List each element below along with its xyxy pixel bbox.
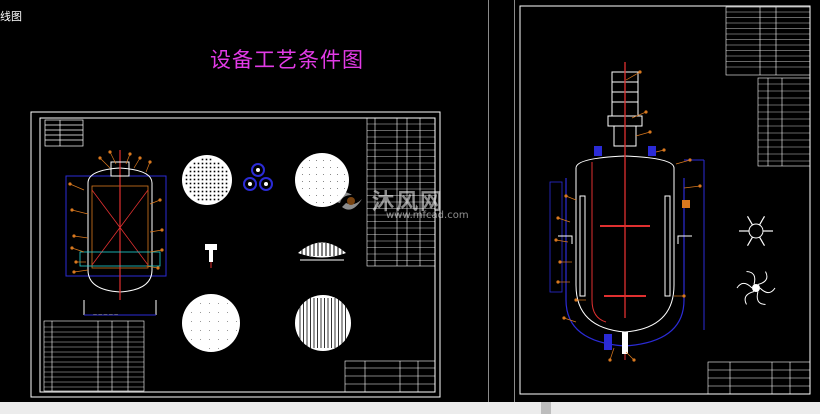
sheet-frame-outer [30,111,441,398]
left-sheet: — — — — — [30,111,441,398]
dished-head [298,242,346,261]
nozzle-table [366,117,436,267]
right-sheet [519,5,811,395]
watermark-url: www.mfcad.com [386,210,469,221]
svg-text:— — — — —: — — — — — [93,312,118,317]
baffle-plate [182,294,240,352]
reactor-vessel [549,62,705,360]
callouts-right [554,70,702,362]
vessel-drawing-left: — — — — — [65,150,167,317]
nozzle-detail [205,244,217,268]
watermark: 沐风网 www.mfcad.com [328,184,469,221]
nozzle-table-right [757,77,811,167]
sheet-divider [514,0,515,402]
drawing-title: 设备工艺条件图 [210,48,364,72]
callouts-left [68,150,164,274]
tube-sheet-2 [295,153,349,207]
tube-sheet-1 [182,155,232,205]
cad-viewport[interactable]: 线图 设备工艺条件图 [0,0,820,402]
spec-table-rows [44,326,144,388]
mfcad-logo-icon [332,192,362,210]
window-tab-label: 线图 [0,10,22,23]
sheet-divider [488,0,489,402]
small-table [44,119,84,147]
design-data-table [725,6,811,76]
impeller-top-view [739,215,773,247]
nozzle-table-rows [367,123,435,261]
layout-tab[interactable] [541,402,551,414]
title-block [344,360,436,393]
spec-table [43,320,145,392]
three-pipe-section [243,163,273,191]
tube-bundle [295,295,351,351]
watermark-brand: 沐风网 [372,190,445,215]
impeller-blade-view [736,271,776,305]
sheet-frame [519,5,811,395]
status-bar [0,402,820,414]
title-block-right [707,361,811,395]
